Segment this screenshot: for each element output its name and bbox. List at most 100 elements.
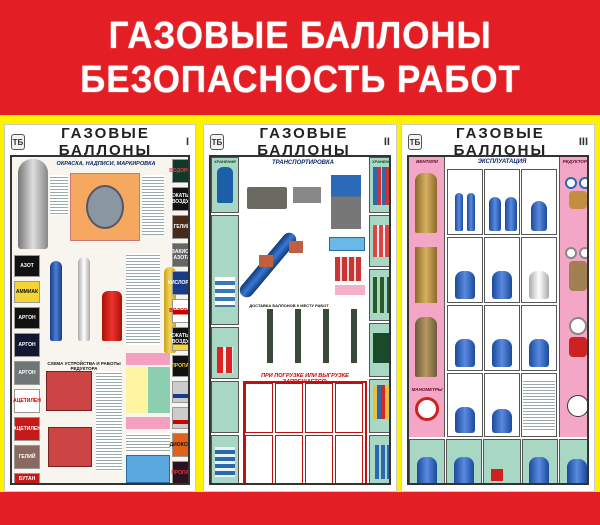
- poster-title: ГАЗОВЫЕ БАЛЛОНЫ: [58, 125, 153, 159]
- forbidden-pictogram-8: [335, 435, 363, 483]
- color-band-argon-1: АРГОН: [14, 307, 40, 329]
- blue-cylinder-image: [492, 339, 512, 367]
- color-band-acetylene-1: АЦЕТИЛЕН: [13, 389, 41, 413]
- poster-3: ТБ ГАЗОВЫЕ БАЛЛОНЫ III ВЕНТИЛИ МАНОМЕТРЫ…: [401, 124, 595, 492]
- blue-cylinder-image: [529, 339, 549, 367]
- tb-logo-icon: ТБ: [11, 134, 25, 150]
- gray-cylinder-image: [18, 159, 48, 249]
- section-right-title: ХРАНЕНИЕ: [372, 159, 389, 164]
- step-cell-10: [447, 373, 483, 437]
- color-band-compressed-air-2: СЖАТЫЙ ВОЗДУХ: [170, 327, 188, 351]
- color-band-nitrous-oxide: ЗАКИСЬ АЗОТА: [172, 243, 188, 267]
- cylinder-group-image: [373, 167, 389, 205]
- color-band-azot: АЗОТ: [14, 255, 40, 277]
- cylinder-rack-image: [335, 257, 361, 281]
- storage-cell-1: [211, 157, 239, 213]
- blue-cylinder-image: [467, 193, 475, 231]
- color-band-gray-2: [172, 407, 188, 429]
- valve-image-1: [415, 173, 437, 233]
- white-cylinder-image: [529, 271, 549, 299]
- mixed-cylinders-image: [373, 385, 389, 419]
- brick-block: [259, 255, 273, 267]
- poster-title-bar: ТБ ГАЗОВЫЕ БАЛЛОНЫ II: [204, 125, 396, 159]
- color-band-helium: ГЕЛИЙ: [14, 445, 40, 469]
- poster-1: ТБ ГАЗОВЫЕ БАЛЛОНЫ I ОКРАСКА, НАДПИСИ, М…: [4, 124, 196, 492]
- storage-shed-image: [373, 333, 389, 363]
- face-gauge-image: [567, 395, 587, 417]
- white-cylinder-image: [78, 257, 90, 341]
- blue-cylinder-image: [455, 339, 475, 367]
- valve-image-3: [415, 317, 437, 377]
- text-block: [126, 253, 160, 345]
- subsection-carry-title: ДОСТАВКА БАЛЛОНОВ К МЕСТУ РАБОТ: [249, 303, 329, 308]
- blue-cylinder-image: [492, 409, 512, 433]
- info-pink-box-2: [126, 417, 170, 429]
- poster-body: ОКРАСКА, НАДПИСИ, МАРКИРОВКА АЗОТ АММИАК…: [10, 155, 190, 485]
- blue-cylinder-image: [531, 201, 547, 231]
- page-header: ГАЗОВЫЕ БАЛЛОНЫ БЕЗОПАСНОСТЬ РАБОТ: [0, 0, 600, 112]
- text-block: [50, 175, 68, 215]
- color-band-gray-1: [172, 381, 188, 403]
- blue-cylinder-image: [492, 271, 512, 299]
- poster-title: ГАЗОВЫЕ БАЛЛОНЫ: [257, 125, 351, 159]
- blue-cylinder-image: [417, 457, 437, 483]
- truck-image: [247, 187, 287, 209]
- step-cell-1: [447, 169, 483, 235]
- color-band-helium: ГЕЛИЙ: [172, 215, 188, 239]
- regulator-gauge-image: [579, 247, 587, 259]
- tb-logo-icon: ТБ: [408, 134, 422, 150]
- regulator-body-image: [569, 261, 587, 291]
- forbidden-pictogram-5: [245, 435, 273, 483]
- blue-cylinder-image: [489, 197, 501, 231]
- stacked-cylinders-image: [215, 447, 235, 477]
- cart-image: [293, 187, 321, 203]
- container-image: [331, 175, 361, 229]
- poster-2: ТБ ГАЗОВЫЕ БАЛЛОНЫ II ХРАНЕНИЕ ТРАНСПОРТ…: [203, 124, 397, 492]
- info-blue-note: [329, 237, 365, 251]
- forbidden-area: [243, 381, 367, 483]
- horizontal-cylinders-image: [215, 277, 235, 307]
- subsection-title-reducer: СХЕМА УСТРОЙСТВА И РАБОТЫ РЕДУКТОРА: [47, 361, 121, 371]
- text-block: [96, 371, 122, 471]
- text-block: [523, 379, 555, 431]
- tb-logo-icon: ТБ: [210, 134, 224, 150]
- poster-number: III: [578, 136, 588, 148]
- text-block: [142, 175, 164, 235]
- regulator-red-body-image: [569, 337, 587, 357]
- red-cylinders-image: [217, 347, 233, 373]
- info-pink-note: [335, 285, 365, 295]
- poster-number: I: [185, 136, 189, 148]
- green-cylinders-image: [373, 277, 389, 313]
- forbidden-pictogram-3: [305, 383, 333, 433]
- color-band-oxygen: КИСЛОРОД: [168, 271, 188, 295]
- forbidden-cross-icon: [491, 469, 503, 481]
- regulator-gauge-image: [569, 317, 587, 335]
- step-cell-6: [521, 237, 557, 303]
- color-band-propane-2: ПРОПАН: [171, 461, 188, 483]
- color-band-hydrogen: ВОДОРОД: [169, 159, 188, 183]
- color-band-argon-2: АРГОН: [14, 333, 40, 357]
- info-yellow-box: [126, 367, 148, 413]
- section-center-title: ЭКСПЛУАТАЦИЯ: [477, 159, 527, 165]
- section-title-marking: ОКРАСКА, НАДПИСИ, МАРКИРОВКА: [56, 161, 156, 167]
- blue-cylinder-image: [455, 407, 475, 433]
- blue-cylinder-image: [455, 193, 463, 231]
- reducer-schematic-2: [48, 427, 92, 467]
- section-center-title: ТРАНСПОРТИРОВКА: [271, 160, 335, 166]
- blue-cylinder-image: [455, 271, 475, 299]
- reducer-schematic: [46, 371, 92, 411]
- color-band-propane: ПРОПАН: [171, 355, 188, 377]
- info-green-box: [148, 367, 170, 413]
- color-band-ammiak: АММИАК: [14, 281, 40, 303]
- workers-carrying-image: [251, 309, 361, 363]
- poster-title: ГАЗОВЫЕ БАЛЛОНЫ: [453, 125, 548, 159]
- color-band-acetylene-2: АЦЕТИЛЕН: [13, 417, 41, 441]
- poster-title-bar: ТБ ГАЗОВЫЕ БАЛЛОНЫ I: [5, 125, 195, 159]
- blue-cylinder-image: [505, 197, 517, 231]
- regulator-body-image: [569, 191, 587, 209]
- blue-cylinder-image: [529, 457, 549, 483]
- blue-cylinder-image: [454, 457, 474, 483]
- regulator-gauge-image: [579, 177, 587, 189]
- text-block: [126, 433, 170, 453]
- chained-cylinders-image: [375, 445, 389, 479]
